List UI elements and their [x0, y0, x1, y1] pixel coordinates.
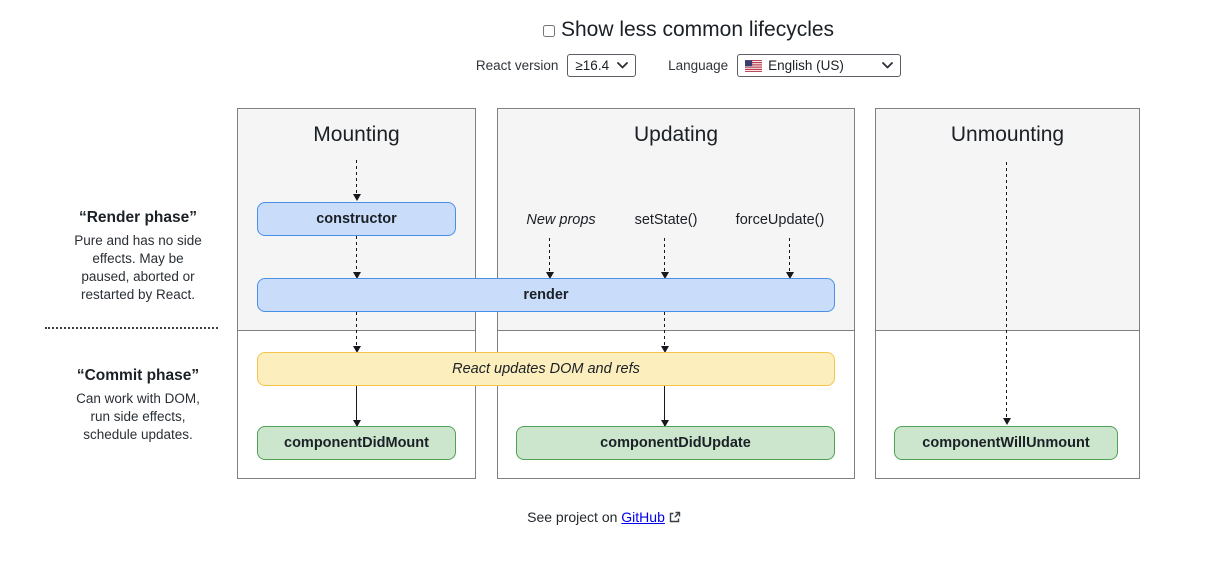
arrowhead-icon [352, 420, 361, 427]
unmounting-render-phase-region: Unmounting [876, 109, 1139, 331]
arrow-render-to-dom-update-updating [660, 312, 669, 353]
arrowhead-icon [660, 420, 669, 427]
language-value: English (US) [768, 58, 844, 73]
us-flag-icon [745, 59, 763, 72]
render-phase-description: Pure and has no side effects. May be pau… [74, 233, 202, 302]
arrowhead-icon [545, 272, 554, 279]
commit-phase-description: Can work with DOM, run side effects, sch… [76, 391, 200, 442]
component-will-unmount-box[interactable]: componentWillUnmount [894, 426, 1118, 460]
arrowhead-icon [660, 272, 669, 279]
arrowhead-icon [1002, 418, 1011, 425]
arrowhead-icon [352, 194, 361, 201]
react-version-value: ≥16.4 [575, 58, 610, 73]
arrow-setstate-to-render [660, 238, 669, 279]
render-phase-title: “Render phase” [78, 209, 197, 226]
show-less-common-label: Show less common lifecycles [560, 18, 835, 41]
phase-separator [45, 327, 218, 329]
arrowhead-icon [660, 346, 669, 353]
footer-text: See project on [527, 509, 622, 525]
header: Show less common lifecycles [237, 18, 1140, 42]
react-updates-dom-box: React updates DOM and refs [257, 352, 835, 386]
arrow-constructor-to-render [352, 236, 361, 279]
react-version-select[interactable]: ≥16.4 [567, 54, 637, 77]
component-did-update-box[interactable]: componentDidUpdate [516, 426, 835, 460]
arrow-dom-update-to-did-update [660, 386, 669, 427]
forceupdate-label: forceUpdate() [735, 212, 825, 228]
footer: See project on GitHub [0, 509, 1208, 525]
arrowhead-icon [352, 272, 361, 279]
arrowhead-icon [352, 346, 361, 353]
chevron-down-icon [617, 62, 628, 69]
arrow-unmounting-to-will-unmount [1002, 162, 1011, 425]
arrow-render-to-dom-update-mounting [352, 312, 361, 353]
unmounting-title: Unmounting [950, 123, 1065, 146]
arrowhead-icon [785, 272, 794, 279]
commit-phase-info: “Commit phase” Can work with DOM, run si… [38, 367, 238, 444]
language-label: Language [668, 58, 729, 73]
render-phase-info: “Render phase” Pure and has no side effe… [38, 209, 238, 304]
chevron-down-icon [882, 62, 894, 69]
arrow-new-props-to-render [545, 238, 554, 279]
setstate-label: setState() [634, 212, 698, 228]
mounting-title: Mounting [313, 123, 400, 146]
arrow-dom-update-to-did-mount [352, 386, 361, 427]
show-less-common-toggle[interactable]: Show less common lifecycles [542, 18, 835, 42]
commit-phase-title: “Commit phase” [76, 367, 200, 384]
react-version-label: React version [475, 58, 559, 73]
controls: React version ≥16.4 Language English (US… [237, 54, 1140, 77]
arrow-forceupdate-to-render [785, 238, 794, 279]
new-props-label: New props [526, 212, 596, 228]
external-link-icon [669, 511, 681, 523]
constructor-box[interactable]: constructor [257, 202, 456, 236]
render-box[interactable]: render [257, 278, 835, 312]
show-less-common-checkbox[interactable] [542, 25, 555, 37]
component-did-mount-box[interactable]: componentDidMount [257, 426, 456, 460]
language-select[interactable]: English (US) [737, 54, 902, 77]
github-link[interactable]: GitHub [621, 509, 665, 525]
updating-title: Updating [633, 123, 719, 146]
unmounting-column: Unmounting [875, 108, 1140, 479]
arrow-mounting-to-constructor [352, 160, 361, 201]
